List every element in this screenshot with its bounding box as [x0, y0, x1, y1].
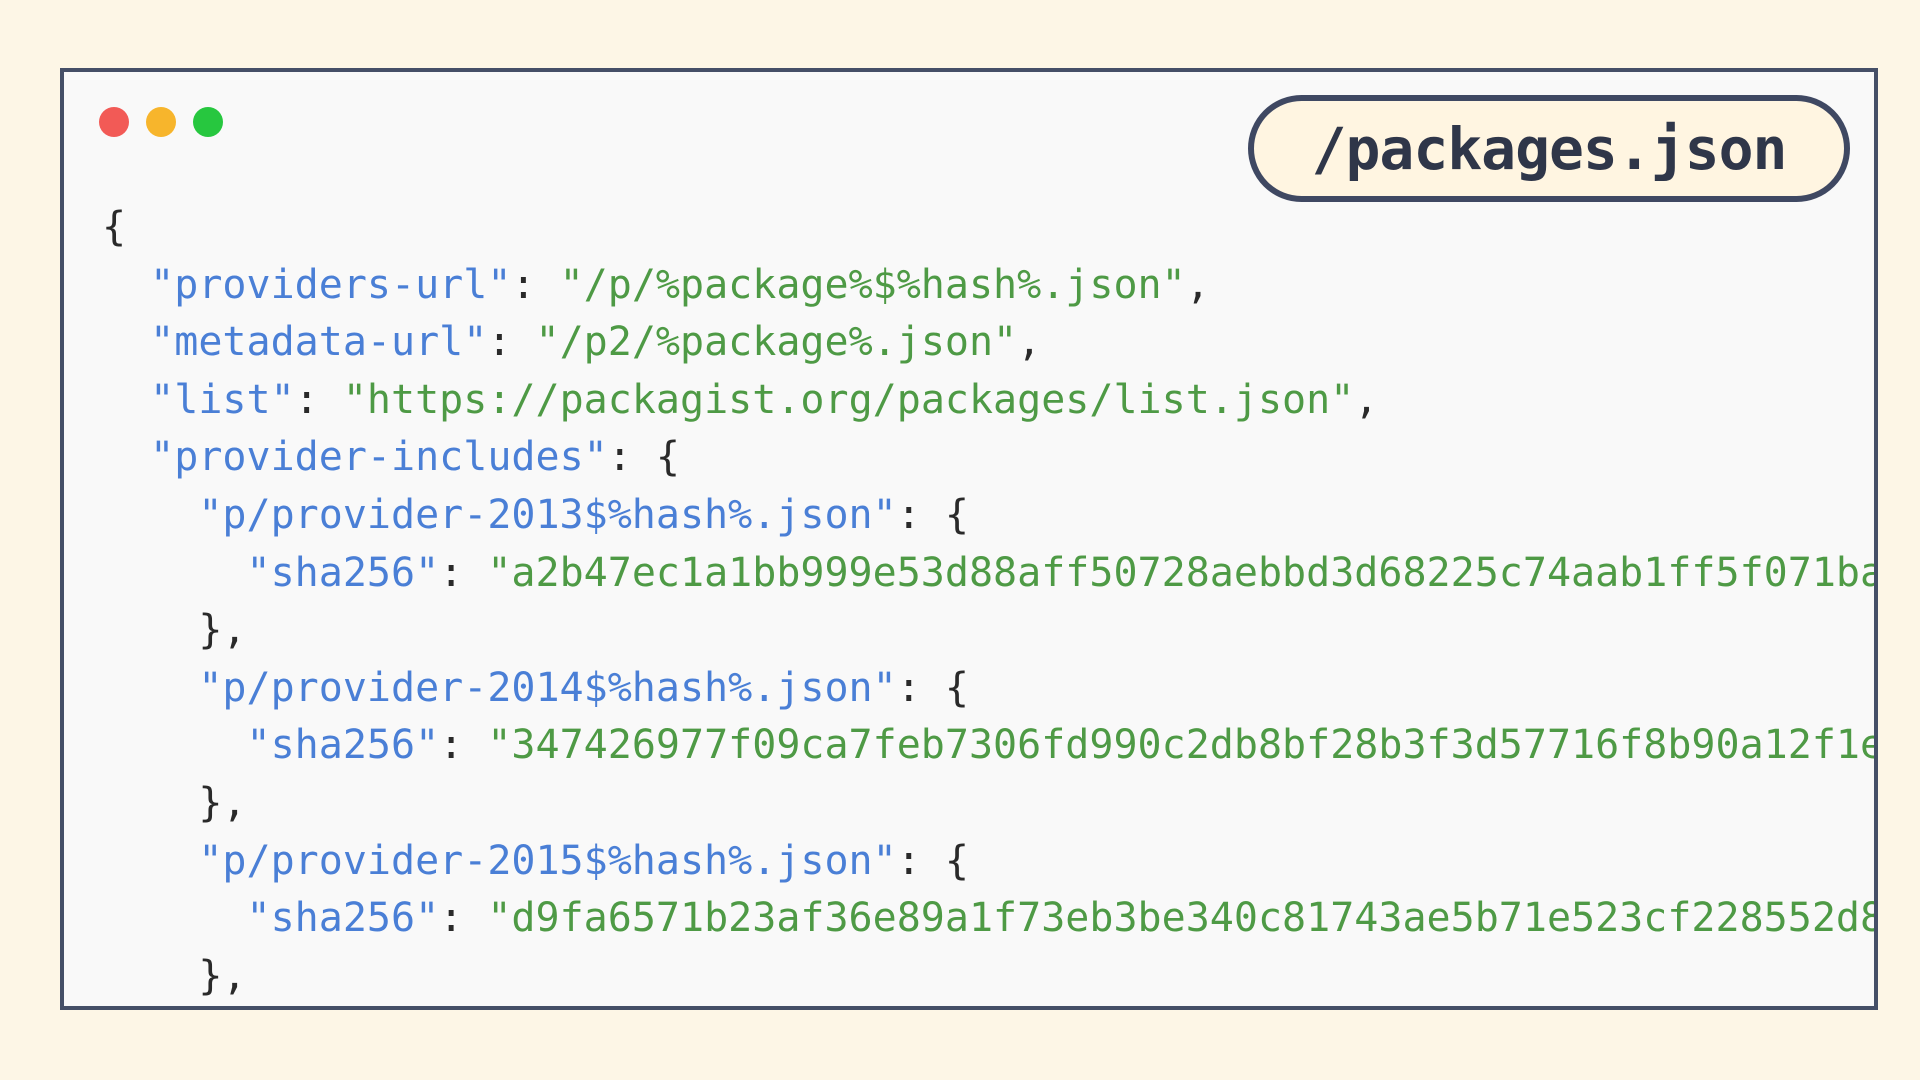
code-indent [102, 780, 198, 826]
json-string-value: "347426977f09ca7feb7306fd990c2db8bf28b3f… [487, 722, 1878, 769]
json-string-value: "d9fa6571b23af36e89a1f73eb3be340c81743ae… [487, 895, 1878, 942]
json-punctuation: , [1185, 261, 1210, 308]
code-line: "provider-includes": { [102, 429, 1874, 487]
json-punctuation: }, [198, 607, 247, 654]
code-indent [102, 953, 198, 999]
json-key: "providers-url" [150, 261, 512, 308]
window-controls [99, 107, 223, 137]
json-punctuation: , [1354, 376, 1379, 423]
json-punctuation: : [487, 319, 536, 366]
code-indent [102, 665, 198, 711]
maximize-dot-icon[interactable] [193, 107, 223, 137]
code-indent [102, 492, 198, 538]
close-dot-icon[interactable] [99, 107, 129, 137]
code-line: "providers-url": "/p/%package%$%hash%.js… [102, 257, 1874, 315]
code-indent [102, 550, 247, 596]
file-title: /packages.json [1311, 114, 1788, 183]
json-key: "provider-includes" [150, 434, 608, 481]
json-key: "sha256" [246, 895, 440, 942]
json-punctuation: : { [896, 664, 969, 711]
file-title-badge: /packages.json [1248, 95, 1850, 202]
json-string-value: "a2b47ec1a1bb999e53d88aff50728aebbd3d682… [487, 549, 1878, 596]
json-string-value: "https://packagist.org/packages/list.jso… [342, 376, 1355, 423]
code-indent [102, 895, 247, 941]
json-key: "metadata-url" [150, 319, 488, 366]
code-indent [102, 607, 198, 653]
json-punctuation: : { [896, 491, 969, 538]
json-key: "sha256" [246, 549, 440, 596]
code-line: "p/provider-2015$%hash%.json": { [102, 833, 1874, 891]
json-punctuation: , [1017, 319, 1042, 366]
json-string-value: "/p/%package%$%hash%.json" [559, 261, 1186, 308]
code-line: }, [102, 775, 1874, 833]
code-line: "metadata-url": "/p2/%package%.json", [102, 314, 1874, 372]
json-key: "p/provider-2013$%hash%.json" [198, 491, 897, 538]
code-line: }, [102, 948, 1874, 1006]
code-line: "list": "https://packagist.org/packages/… [102, 372, 1874, 430]
code-indent [102, 262, 150, 308]
code-line: "sha256": "347426977f09ca7feb7306fd990c2… [102, 717, 1878, 775]
minimize-dot-icon[interactable] [146, 107, 176, 137]
code-line: "sha256": "a2b47ec1a1bb999e53d88aff50728… [102, 545, 1878, 603]
json-key: "p/provider-2015$%hash%.json" [198, 837, 897, 884]
json-punctuation: }, [198, 952, 247, 999]
code-line: "p/provider-2013$%hash%.json": { [102, 487, 1874, 545]
json-key: "sha256" [246, 722, 440, 769]
code-line: "sha256": "d9fa6571b23af36e89a1f73eb3be3… [102, 890, 1878, 948]
json-punctuation: : [294, 376, 343, 423]
json-key: "list" [150, 376, 295, 423]
code-line: }, [102, 602, 1874, 660]
code-indent [102, 377, 150, 423]
json-punctuation: : [439, 549, 488, 596]
json-punctuation: { [102, 204, 127, 250]
code-window: /packages.json { "providers-url": "/p/%p… [60, 68, 1878, 1010]
code-line: "p/provider-2014$%hash%.json": { [102, 660, 1874, 718]
code-indent [102, 838, 198, 884]
json-punctuation: : [439, 722, 488, 769]
code-indent [102, 434, 150, 480]
json-punctuation: }, [198, 779, 247, 826]
code-indent [102, 722, 247, 768]
code-line: { [102, 199, 1874, 257]
json-punctuation: : [439, 895, 488, 942]
code-block: { "providers-url": "/p/%package%$%hash%.… [102, 199, 1878, 1006]
json-punctuation: : [511, 261, 560, 308]
code-indent [102, 319, 150, 365]
json-string-value: "/p2/%package%.json" [535, 319, 1018, 366]
json-punctuation: : { [896, 837, 969, 884]
json-punctuation: : { [607, 434, 680, 481]
json-key: "p/provider-2014$%hash%.json" [198, 664, 897, 711]
